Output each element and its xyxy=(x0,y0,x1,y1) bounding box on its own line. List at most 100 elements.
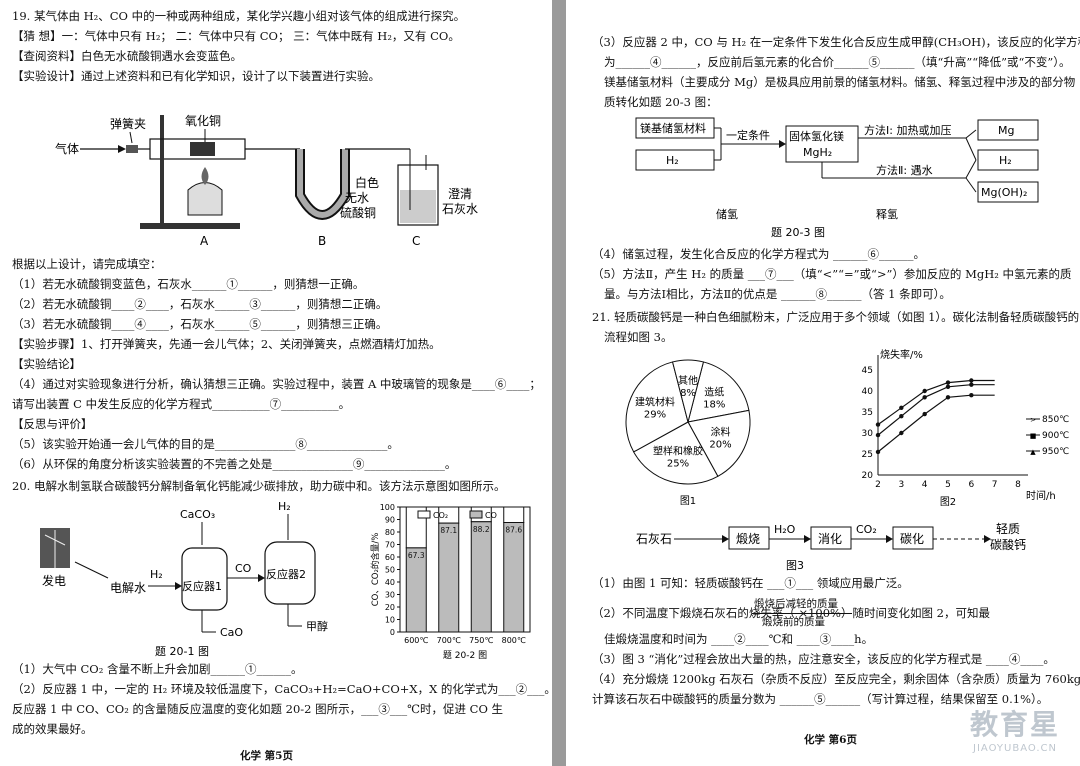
line-point xyxy=(969,378,974,383)
legend-co-label: CO xyxy=(485,511,497,520)
fraction-numerator: 煅烧后减轻的质量 xyxy=(754,598,838,610)
svg-text:固体氢化镁: 固体氢化镁 xyxy=(789,129,844,143)
svg-text:镁基储氢材料: 镁基储氢材料 xyxy=(640,121,706,135)
fig-20-3-caption: 题 20-3 图 xyxy=(771,226,825,239)
line-series xyxy=(877,384,995,436)
line-point xyxy=(899,430,904,436)
svg-text:CO: CO xyxy=(235,562,252,575)
line-point xyxy=(875,432,881,438)
bar-co xyxy=(503,522,525,633)
mg-intro: 镁基储氢材料（主要成分 Mg）是极具应用前景的储氢材料。储氢、释氢过程中涉及的部… xyxy=(604,75,1076,89)
watermark-logo: 教育星 JIAOYUBAO.CN xyxy=(969,708,1060,754)
pie-slice-label: 涂料 xyxy=(711,425,731,438)
q19-sub2: （2）若无水硫酸铜____②____，石灰水______③______，则猜想二… xyxy=(12,297,388,311)
svg-text:消化: 消化 xyxy=(818,532,842,546)
y-tick-label: 80 xyxy=(385,528,395,537)
legend-marker: ■ xyxy=(1030,432,1037,440)
line-y-tick-label: 30 xyxy=(862,429,874,439)
q19-intro: 19. 某气体由 H₂、CO 中的一种或两种组成，某化学兴趣小组对该气体的组成进… xyxy=(12,9,466,23)
svg-text:释氢: 释氢 xyxy=(876,207,898,221)
y-tick-label: 60 xyxy=(385,553,395,562)
line-x-tick-label: 5 xyxy=(945,480,951,490)
svg-text:反应器2: 反应器2 xyxy=(266,567,306,581)
q21-sub3: （3）图 3 “消化”过程会放出大量的热，应注意安全，该反应的化学方程式是 __… xyxy=(592,652,1055,666)
line-point xyxy=(969,382,974,387)
q19-hypothesis: 【猜 想】一：气体中只有 H₂； 二：气体中只有 CO； 三：气体中既有 H₂，… xyxy=(12,29,460,43)
svg-text:无水: 无水 xyxy=(345,191,369,205)
bar-chart-caption: 题 20-2 图 xyxy=(443,650,487,661)
q20-sub4: （4）储氢过程，发生化合反应的化学方程式为 ______⑥______。 xyxy=(592,247,925,261)
line-y-tick-label: 20 xyxy=(862,471,874,481)
q21-intro: 21. 轻质碳酸钙是一种白色细腻粉末，广泛应用于多个领域（如图 1）。碳化法制备… xyxy=(592,310,1080,324)
y-tick-label: 0 xyxy=(390,628,395,637)
spring-clamp xyxy=(126,145,138,153)
line-legend-label: 900℃ xyxy=(1042,431,1069,441)
cuso4-label-1: 白色 xyxy=(355,175,379,190)
mg-intro-b: 质转化如题 20-3 图： xyxy=(604,95,718,109)
gas-label: 气体 xyxy=(55,141,79,156)
fig-20-1-caption: 题 20-1 图 xyxy=(155,645,209,658)
y-tick-label: 30 xyxy=(385,591,395,600)
line-x-tick-label: 8 xyxy=(1015,480,1021,490)
line-x-tick-label: 3 xyxy=(898,480,904,490)
pie-slice-pct: 8% xyxy=(680,388,696,399)
line-point xyxy=(945,380,951,385)
q20-sub3: （3）反应器 2 中，CO 与 H₂ 在一定条件下发生化合反应生成甲醇(CH₃O… xyxy=(592,35,1080,49)
svg-text:H₂O: H₂O xyxy=(774,523,796,536)
q19-conclusion-head: 【实验结论】 xyxy=(12,357,81,371)
svg-text:方法Ⅰ: 加热或加压: 方法Ⅰ: 加热或加压 xyxy=(864,123,951,137)
q19-reference: 【查阅资料】白色无水硫酸铜遇水会变蓝色。 xyxy=(12,49,242,63)
q19-sub6: （6）从环保的角度分析该实验装置的不完善之处是______________⑨__… xyxy=(12,457,457,471)
pie-slice-pct: 20% xyxy=(709,439,731,450)
exam-page-right: （3）反应器 2 中，CO 与 H₂ 在一定条件下发生化合反应生成甲醇(CH₃O… xyxy=(566,0,1080,766)
svg-text:煅烧: 煅烧 xyxy=(736,531,760,546)
q21-sub4: （4）充分煅烧 1200kg 石灰石（杂质不反应）至反应完全，剩余固体（含杂质）… xyxy=(592,672,1080,686)
q20-sub5: （5）方法Ⅱ，产生 H₂ 的质量 ___⑦___（填“<”“=”或“>”）参加反… xyxy=(592,267,1072,281)
svg-text:H₂: H₂ xyxy=(999,154,1012,167)
pie-slice-pct: 18% xyxy=(703,399,725,410)
fig3-caption: 图3 xyxy=(786,559,804,572)
bar-data-label: 67.3 xyxy=(408,551,425,560)
svg-text:MgH₂: MgH₂ xyxy=(803,146,832,159)
q20-sub5b: 量。与方法Ⅰ相比，方法Ⅱ的优点是 ______⑧______（答 1 条即可）。 xyxy=(604,287,951,301)
q21-intro-b: 流程如图 3。 xyxy=(604,330,673,344)
apparatus-diagram: 气体 弹簧夹 氧化铜 A 白色 无水 硫酸铜 B 澄清 石灰水 C xyxy=(55,113,478,248)
line-caption: 图2 xyxy=(940,496,956,508)
y-axis-label: CO、CO₂的含量/% xyxy=(370,533,381,607)
fraction-bar xyxy=(752,613,852,614)
line-point xyxy=(899,405,904,410)
pie-caption: 图1 xyxy=(680,495,696,507)
pie-slice-label: 塑样和橡胶 xyxy=(653,445,703,458)
bar-co xyxy=(438,522,460,633)
q20-sub2: （2）反应器 1 中，一定的 H₂ 环境及较低温度下，CaCO₃+H₂=CaO+… xyxy=(12,682,552,696)
q21-sub2b: 佳煅烧温度和时间为 ____②____℃和 ____③____h。 xyxy=(604,632,874,646)
q20-sub1: （1）大气中 CO₂ 含量不断上升会加剧______①______。 xyxy=(12,662,303,676)
pie-slice xyxy=(671,359,705,423)
svg-text:碳化: 碳化 xyxy=(900,532,924,546)
line-point xyxy=(875,422,881,427)
line-series xyxy=(877,379,995,426)
pie-slice xyxy=(632,421,719,485)
line-y-axis-label: 烧失率/% xyxy=(880,348,923,361)
reactor-2 xyxy=(264,541,316,605)
svg-text:轻质: 轻质 xyxy=(996,522,1020,536)
x-tick-label: 700℃ xyxy=(437,636,461,645)
line-point xyxy=(922,395,927,400)
line-point xyxy=(922,388,927,394)
q19-sub4: （4）通过对实验现象进行分析，确认猜想三正确。实验过程中，装置 A 中玻璃管的现… xyxy=(12,377,541,391)
q20-sub2b: 反应器 1 中 CO、CO₂ 的含量随反应温度的变化如题 20-2 图所示，__… xyxy=(12,702,504,716)
svg-text:CaCO₃: CaCO₃ xyxy=(180,508,215,521)
q19-sub3: （3）若无水硫酸铜____④____，石灰水______⑤______，则猜想三… xyxy=(12,317,388,331)
pie-slice-label: 造纸 xyxy=(704,385,724,398)
limewater-bottle xyxy=(397,164,439,226)
q19-design: 【实验设计】通过上述资料和已有化学知识，设计了以下装置进行实验。 xyxy=(12,69,380,83)
svg-text:石灰水: 石灰水 xyxy=(442,202,478,216)
bar-co2 xyxy=(503,506,525,523)
electrolysis-label: 电解水 xyxy=(110,581,146,595)
y-tick-label: 70 xyxy=(385,541,395,550)
svg-text:硫酸铜: 硫酸铜 xyxy=(340,205,376,220)
apparatus-b-label: B xyxy=(318,234,326,248)
pie-slice-pct: 25% xyxy=(667,459,689,470)
line-x-tick-label: 7 xyxy=(992,480,998,490)
